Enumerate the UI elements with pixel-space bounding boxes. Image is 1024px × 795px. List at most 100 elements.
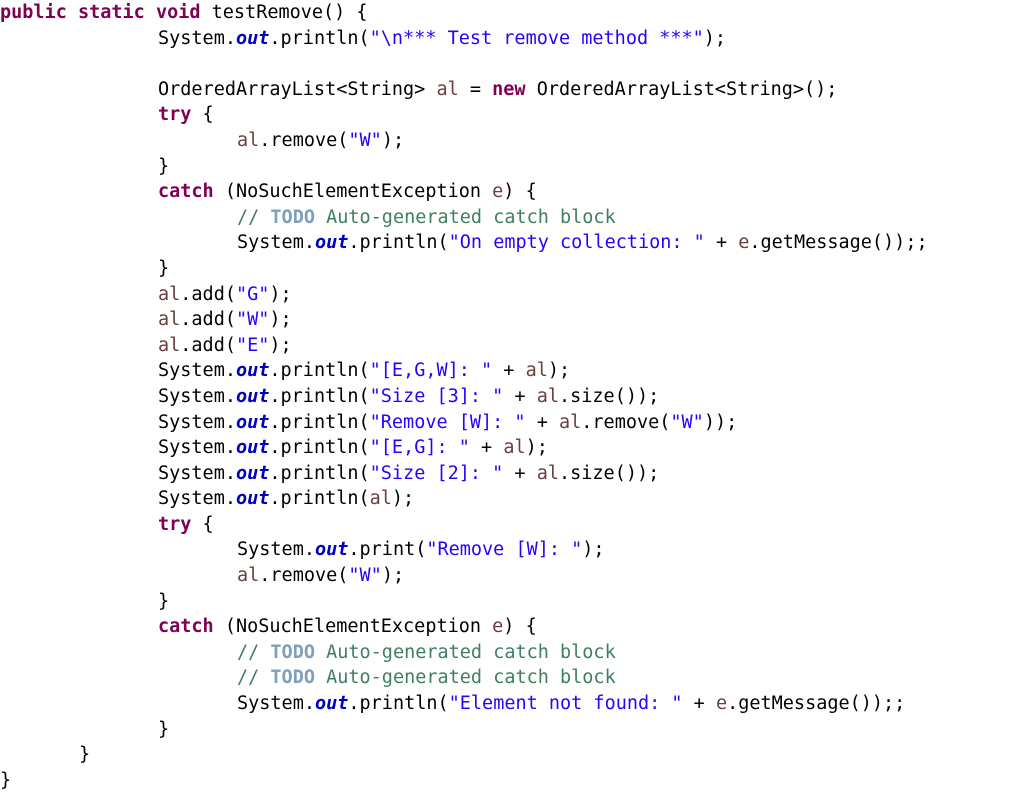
code-token xyxy=(67,2,78,23)
code-token: )); xyxy=(703,411,738,433)
code-token: .println( xyxy=(269,411,370,433)
variable-token: al xyxy=(525,360,548,382)
code-token: } xyxy=(158,590,170,612)
code-token: OrderedArrayList<String> xyxy=(158,78,437,100)
code-line: } xyxy=(0,768,1024,794)
code-token: { xyxy=(191,513,214,535)
code-token: + xyxy=(704,232,739,254)
code-token: ); xyxy=(269,283,292,305)
field-token: out xyxy=(314,693,349,715)
code-line: } xyxy=(0,256,1024,282)
variable-token: al xyxy=(436,78,459,100)
variable-token: al xyxy=(503,437,526,459)
field-token: out xyxy=(235,411,270,433)
code-token: } xyxy=(79,744,91,766)
code-token: + xyxy=(525,411,559,433)
code-token: .println( xyxy=(269,360,370,382)
code-token: ) { xyxy=(503,616,537,638)
code-token: { xyxy=(191,104,214,126)
code-token: .remove( xyxy=(259,129,349,151)
keyword-token: catch xyxy=(158,616,214,638)
code-line: System.out.println("[E,G]: " + al); xyxy=(0,435,1024,461)
code-token: System. xyxy=(158,488,236,510)
comment-token: Auto-generated catch block xyxy=(314,667,616,689)
code-line: System.out.println("On empty collection:… xyxy=(0,230,1024,256)
field-token: out xyxy=(314,232,349,254)
keyword-token: try xyxy=(158,513,192,535)
code-token: .getMessage());; xyxy=(727,693,906,715)
code-token: System. xyxy=(158,385,236,407)
code-token: .add( xyxy=(180,309,236,331)
code-token: .remove( xyxy=(259,565,349,587)
code-token: .print( xyxy=(348,539,427,561)
string-literal: "On empty collection: " xyxy=(448,232,705,254)
string-literal: "W" xyxy=(235,309,270,331)
field-token: out xyxy=(235,488,270,510)
code-token: .println( xyxy=(348,693,449,715)
todo-tag: TODO xyxy=(270,641,315,663)
code-line: al.add("G"); xyxy=(0,282,1024,308)
code-token: .println( xyxy=(269,385,370,407)
comment-token: Auto-generated catch block xyxy=(314,206,616,228)
keyword-token: try xyxy=(158,104,192,126)
code-token: (NoSuchElementException xyxy=(213,181,493,203)
variable-token: e xyxy=(715,693,728,715)
keyword-token: new xyxy=(492,78,526,100)
variable-token: al xyxy=(237,129,260,151)
code-line: System.out.println("Element not found: "… xyxy=(0,691,1024,717)
string-literal: "Remove [W]: " xyxy=(426,539,583,561)
variable-token: al xyxy=(536,385,559,407)
field-token: out xyxy=(235,437,270,459)
field-token: out xyxy=(314,539,349,561)
string-literal: "\n*** Test remove method ***" xyxy=(369,27,704,49)
code-token: + xyxy=(492,360,526,382)
code-token: .println( xyxy=(269,437,370,459)
code-token: .remove( xyxy=(581,411,671,433)
code-token: + xyxy=(682,693,716,715)
code-line: catch (NoSuchElementException e) { xyxy=(0,614,1024,640)
code-line: } xyxy=(0,154,1024,180)
code-token: } xyxy=(158,718,170,740)
field-token: out xyxy=(235,27,270,49)
code-line xyxy=(0,51,1024,77)
code-line: public static void testRemove() { xyxy=(0,0,1024,26)
code-token: ); xyxy=(703,27,727,49)
code-token: testRemove() { xyxy=(200,2,368,23)
field-token: out xyxy=(235,360,270,382)
string-literal: "W" xyxy=(670,411,704,433)
string-literal: "Size [2]: " xyxy=(369,462,504,484)
code-line: System.out.println(al); xyxy=(0,486,1024,512)
code-token: .println( xyxy=(348,232,449,254)
code-line: catch (NoSuchElementException e) { xyxy=(0,179,1024,205)
code-token: ); xyxy=(381,565,405,587)
code-token: System. xyxy=(237,693,315,715)
code-line: System.out.println("Size [2]: " + al.siz… xyxy=(0,461,1024,487)
string-literal: "[E,G]: " xyxy=(369,437,470,459)
string-literal: "W" xyxy=(348,565,382,587)
string-literal: "Remove [W]: " xyxy=(369,411,526,433)
comment-token: Auto-generated catch block xyxy=(314,641,616,663)
code-token: = xyxy=(458,78,493,100)
variable-token: al xyxy=(369,488,392,510)
comment-token: // xyxy=(237,206,271,228)
variable-token: al xyxy=(536,462,559,484)
code-token: .getMessage());; xyxy=(749,232,928,254)
code-line: System.out.print("Remove [W]: "); xyxy=(0,537,1024,563)
variable-token: al xyxy=(559,411,582,433)
string-literal: "E" xyxy=(235,334,270,356)
comment-token: // xyxy=(237,641,271,663)
code-line: System.out.println("[E,G,W]: " + al); xyxy=(0,358,1024,384)
string-literal: "[E,G,W]: " xyxy=(369,360,493,382)
code-token: .size()); xyxy=(559,385,660,407)
code-token: .size()); xyxy=(559,462,660,484)
code-token: + xyxy=(503,385,537,407)
code-line: try { xyxy=(0,512,1024,538)
string-literal: "Element not found: " xyxy=(448,693,683,715)
code-token: + xyxy=(469,437,504,459)
field-token: out xyxy=(235,385,270,407)
code-line: // TODO Auto-generated catch block xyxy=(0,205,1024,231)
code-token: .println( xyxy=(269,27,370,49)
keyword-token: static xyxy=(77,2,145,23)
field-token: out xyxy=(235,462,270,484)
